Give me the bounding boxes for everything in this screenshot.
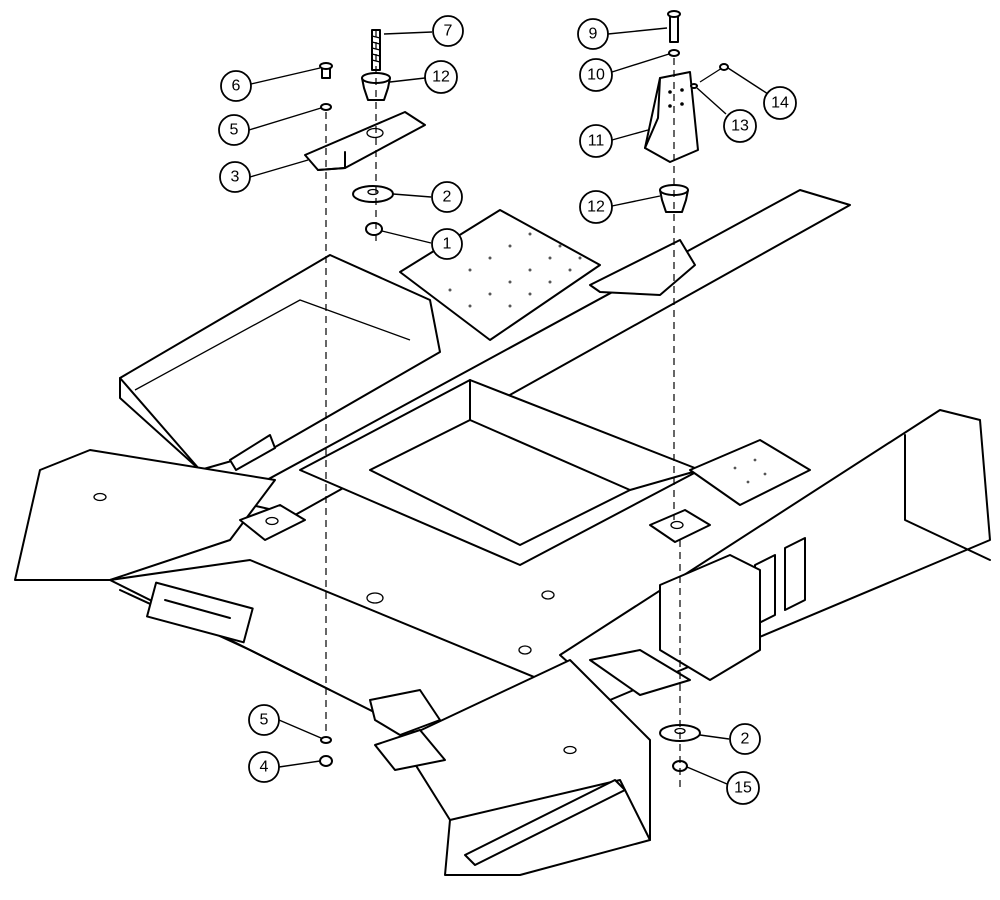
- washer-part-10: [668, 49, 680, 57]
- callout-11: 11: [579, 124, 649, 158]
- svg-text:10: 10: [587, 67, 605, 84]
- front-right-beam: [399, 659, 651, 876]
- callout-15: 15: [686, 766, 760, 805]
- left-mount-pad: [239, 504, 306, 541]
- svg-text:5: 5: [230, 122, 239, 139]
- callout-5-lower: 5: [248, 704, 322, 739]
- callout-3: 3: [219, 159, 309, 193]
- frame-assembly: [14, 189, 991, 876]
- right-mount-hardware: [644, 10, 729, 790]
- svg-text:3: 3: [231, 169, 240, 186]
- callout-10: 10: [579, 53, 670, 92]
- left-front-beam: [14, 449, 276, 581]
- svg-text:1: 1: [443, 236, 452, 253]
- svg-text:12: 12: [432, 69, 450, 86]
- right-mount-pad: [649, 509, 711, 543]
- callout-5-upper: 5: [218, 107, 322, 146]
- svg-text:14: 14: [771, 95, 789, 112]
- nut-part-1: [365, 222, 383, 236]
- callout-14: 14: [727, 67, 797, 120]
- svg-text:12: 12: [587, 199, 605, 216]
- screw-part-14: [699, 67, 723, 83]
- svg-text:13: 13: [731, 118, 749, 135]
- callout-6: 6: [220, 67, 321, 102]
- callout-2-lower: 2: [699, 723, 761, 755]
- callout-4: 4: [248, 751, 321, 783]
- washer-part-13: [690, 83, 698, 89]
- nut-part-4: [319, 755, 333, 767]
- svg-text:9: 9: [589, 26, 598, 43]
- svg-text:6: 6: [232, 78, 241, 95]
- callout-2-upper: 2: [392, 181, 463, 213]
- washer-part-5-upper: [320, 103, 332, 111]
- callout-12-upper: 12: [389, 60, 458, 94]
- bolt-part-9: [669, 13, 679, 43]
- left-mount-hardware: [304, 29, 426, 767]
- svg-text:2: 2: [443, 189, 452, 206]
- svg-text:4: 4: [260, 759, 269, 776]
- washer-part-5-lower: [320, 736, 332, 744]
- callout-13: 13: [696, 87, 757, 143]
- callout-7: 7: [383, 15, 464, 47]
- svg-text:5: 5: [260, 712, 269, 729]
- svg-text:2: 2: [741, 731, 750, 748]
- svg-text:11: 11: [588, 133, 605, 150]
- center-frame-box: [299, 379, 701, 566]
- callout-1: 1: [381, 228, 463, 260]
- svg-text:15: 15: [734, 780, 752, 797]
- bracket-part-3: [304, 111, 426, 171]
- callout-labels: 1 2 2 3 4 5 5: [218, 15, 797, 805]
- callout-12-lower: 12: [579, 190, 661, 224]
- svg-text:7: 7: [444, 23, 453, 40]
- callout-9: 9: [577, 18, 668, 50]
